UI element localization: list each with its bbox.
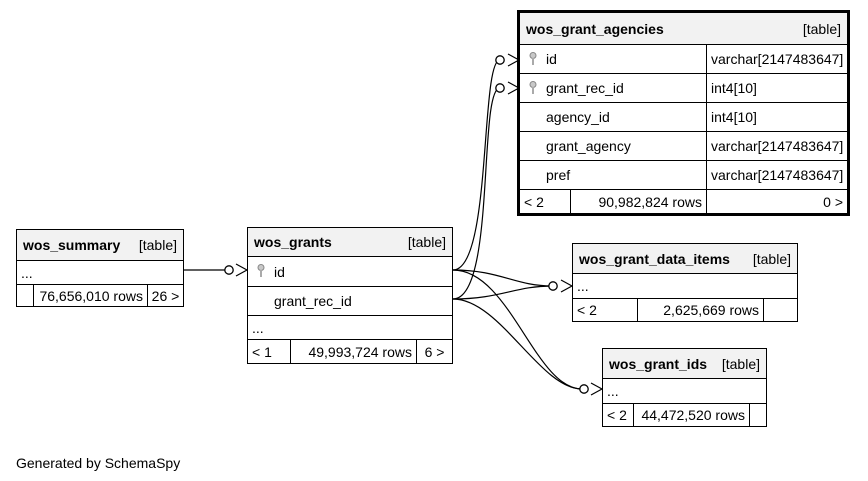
column-name: grant_agency xyxy=(546,138,631,154)
columns-ellipsis: ... xyxy=(573,273,797,298)
row-count: 90,982,824 rows xyxy=(570,190,706,213)
table-name: wos_summary xyxy=(23,237,121,253)
parents-count[interactable]: < 2 xyxy=(524,193,544,210)
column-row[interactable]: grant_agency varchar[2147483647] xyxy=(520,131,847,160)
parents-count[interactable]: < 2 xyxy=(607,407,627,423)
children-count[interactable]: 26 > xyxy=(147,285,183,306)
table-header: wos_grant_data_items [table] xyxy=(573,244,797,273)
children-count[interactable] xyxy=(749,404,766,426)
edge-grants-id-agencies-id xyxy=(452,59,501,271)
table-kind: [table] xyxy=(721,355,760,372)
column-row[interactable]: agency_id int4[10] xyxy=(520,102,847,131)
optional-marker-dataitems xyxy=(548,281,558,291)
table-wos-summary[interactable]: wos_summary [table] ... 76,656,010 rows … xyxy=(16,229,184,307)
table-kind: [table] xyxy=(752,250,791,267)
table-name: wos_grant_ids xyxy=(609,355,708,372)
column-name: agency_id xyxy=(546,109,610,125)
columns-ellipsis: ... xyxy=(603,378,766,403)
crowfoot-dataitems xyxy=(560,279,573,293)
table-footer: < 2 2,625,669 rows xyxy=(573,298,797,321)
crowfoot-grantids xyxy=(590,382,603,396)
table-kind: [table] xyxy=(138,237,177,253)
column-type: int4[10] xyxy=(706,103,757,131)
parents-count[interactable]: < 2 xyxy=(577,302,597,318)
row-count: 2,625,669 rows xyxy=(637,299,763,321)
column-type: varchar[2147483647] xyxy=(706,45,843,73)
ellipsis: ... xyxy=(252,319,264,336)
generated-by-note: Generated by SchemaSpy xyxy=(16,455,181,471)
children-count[interactable]: 6 > xyxy=(416,340,452,363)
key-icon xyxy=(529,81,537,94)
optional-marker-grantids xyxy=(579,384,589,394)
table-kind: [table] xyxy=(802,20,841,37)
edge-grants-recid-grantids xyxy=(452,298,583,390)
column-row[interactable]: id varchar[2147483647] xyxy=(520,44,847,73)
column-type: int4[10] xyxy=(706,74,757,102)
table-name: wos_grants xyxy=(254,234,332,250)
columns-ellipsis: ... xyxy=(248,315,452,339)
column-name: grant_rec_id xyxy=(546,80,624,96)
column-type: varchar[2147483647] xyxy=(706,161,843,189)
table-wos-grant-agencies[interactable]: wos_grant_agencies [table] id varchar[21… xyxy=(517,10,850,216)
table-footer: < 1 49,993,724 rows 6 > xyxy=(248,339,452,363)
column-name: id xyxy=(274,263,285,280)
parents-count[interactable]: < 1 xyxy=(252,343,272,360)
columns-ellipsis: ... xyxy=(17,260,183,284)
row-count: 49,993,724 rows xyxy=(290,340,416,363)
column-row[interactable]: id xyxy=(248,256,452,286)
edge-grants-id-dataitems xyxy=(452,269,553,287)
table-footer: < 2 44,472,520 rows xyxy=(603,403,766,426)
column-name: grant_rec_id xyxy=(274,293,352,309)
row-count: 44,472,520 rows xyxy=(633,404,749,426)
column-name: id xyxy=(546,51,557,67)
table-footer: < 2 90,982,824 rows 0 > xyxy=(520,189,847,213)
column-row[interactable]: grant_rec_id xyxy=(248,286,452,315)
table-wos-grants[interactable]: wos_grants [table] id grant_rec_id ... <… xyxy=(247,227,453,364)
table-wos-grant-ids[interactable]: wos_grant_ids [table] ... < 2 44,472,520… xyxy=(602,348,767,427)
key-icon xyxy=(257,264,265,277)
ellipsis: ... xyxy=(607,383,619,399)
optional-marker-agencies-recid xyxy=(495,83,505,93)
children-count[interactable] xyxy=(763,299,797,321)
optional-marker-agencies-id xyxy=(495,55,505,65)
row-count: 76,656,010 rows xyxy=(33,285,147,306)
column-type: varchar[2147483647] xyxy=(706,132,843,160)
optional-marker-grants-id xyxy=(224,265,234,275)
edge-grants-id-grantids xyxy=(452,269,583,390)
table-name: wos_grant_agencies xyxy=(526,20,664,37)
table-header: wos_grant_ids [table] xyxy=(603,349,766,378)
table-header: wos_grants [table] xyxy=(248,228,452,256)
edge-grants-recid-dataitems xyxy=(452,285,553,300)
ellipsis: ... xyxy=(21,264,33,281)
table-footer: 76,656,010 rows 26 > xyxy=(17,284,183,306)
table-header: wos_summary [table] xyxy=(17,230,183,260)
column-row[interactable]: pref varchar[2147483647] xyxy=(520,160,847,189)
edge-grants-recid-agencies-recid xyxy=(452,87,501,300)
table-wos-grant-data-items[interactable]: wos_grant_data_items [table] ... < 2 2,6… xyxy=(572,243,798,322)
key-icon xyxy=(529,52,537,65)
column-row[interactable]: grant_rec_id int4[10] xyxy=(520,73,847,102)
column-name: pref xyxy=(546,167,571,183)
table-kind: [table] xyxy=(407,234,446,250)
table-name: wos_grant_data_items xyxy=(579,250,730,267)
table-header: wos_grant_agencies [table] xyxy=(520,13,847,44)
ellipsis: ... xyxy=(577,278,589,294)
crowfoot-grants-id xyxy=(235,263,248,277)
children-count[interactable]: 0 > xyxy=(706,190,847,213)
